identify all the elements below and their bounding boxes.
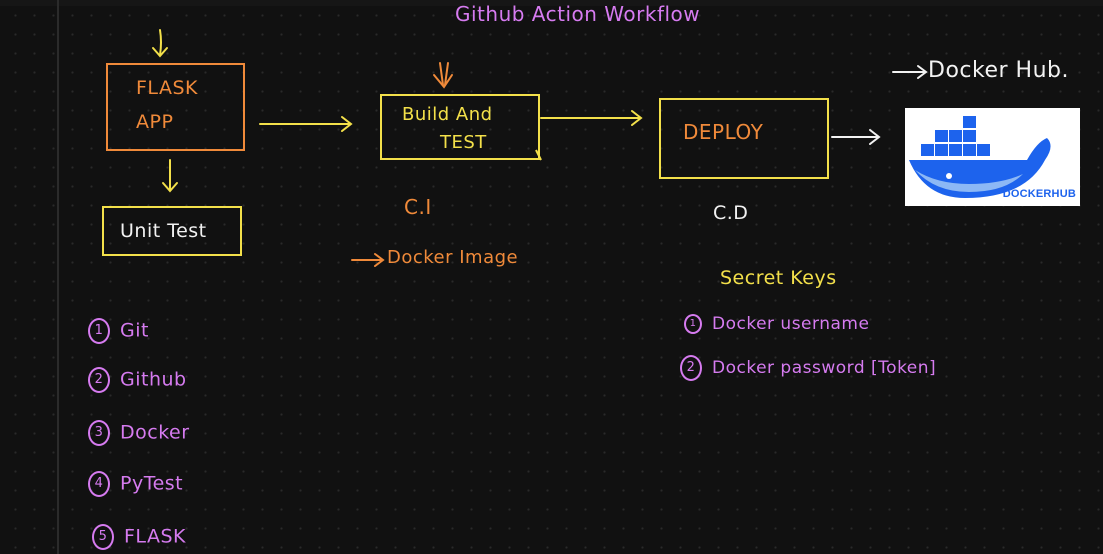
diagram-title: Github Action Workflow — [455, 2, 701, 26]
tool-item-git: 1 Git — [88, 318, 149, 344]
arrow-into-flask — [152, 29, 168, 58]
arrow-flask-to-unit-test — [162, 159, 178, 193]
build-label-line2: TEST — [440, 132, 487, 153]
canvas-edge-line — [57, 0, 59, 554]
arrow-flask-to-build — [259, 116, 353, 132]
build-and-test-node: Build And TEST — [380, 94, 540, 160]
docker-image-label: Docker Image — [387, 247, 519, 268]
tool-label: FLASK — [124, 525, 186, 548]
number-badge: 5 — [92, 524, 114, 550]
secret-keys-label: Secret Keys — [720, 267, 837, 289]
top-strip — [0, 0, 1103, 6]
number-badge: 2 — [680, 355, 702, 381]
tool-item-docker: 3 Docker — [88, 420, 190, 446]
number-badge: 4 — [88, 471, 110, 497]
tool-item-github: 2 Github — [88, 367, 187, 393]
unit-test-label: Unit Test — [120, 220, 207, 242]
docker-whale-icon — [909, 116, 1051, 198]
deploy-node: DEPLOY — [659, 98, 829, 179]
tool-label: Github — [120, 368, 187, 391]
tool-item-flask: 5 FLASK — [92, 524, 186, 550]
secret-item-password: 2 Docker password [Token] — [680, 355, 936, 381]
deploy-label: DEPLOY — [683, 120, 764, 144]
secret-item-username: 1 Docker username — [684, 314, 869, 334]
cd-label: C.D — [713, 202, 749, 224]
ci-label: C.I — [404, 195, 432, 219]
tool-item-pytest: 4 PyTest — [88, 471, 183, 497]
secret-label: Docker username — [712, 314, 870, 334]
flask-app-label-line2: APP — [136, 111, 174, 133]
number-badge: 1 — [684, 314, 702, 334]
arrow-deploy-to-hub — [831, 129, 881, 145]
number-badge: 3 — [88, 420, 110, 446]
docker-hub-label: Docker Hub. — [928, 58, 1069, 83]
arrow-build-to-deploy — [540, 110, 643, 126]
tool-label: PyTest — [120, 472, 184, 495]
number-badge: 2 — [88, 367, 110, 393]
unit-test-node: Unit Test — [102, 206, 242, 256]
build-label-line1: Build And — [402, 104, 493, 125]
arrow-into-build — [433, 62, 453, 89]
number-badge: 1 — [88, 318, 110, 344]
flask-app-label-line1: FLASK — [136, 77, 198, 99]
arrow-docker-hub-label — [892, 65, 928, 79]
tool-label: Docker — [120, 421, 190, 444]
dockerhub-logo: DOCKERHUB — [905, 108, 1080, 206]
dockerhub-logo-text: DOCKERHUB — [1002, 188, 1076, 200]
secret-label: Docker password [Token] — [712, 358, 937, 378]
arrow-docker-image-label — [351, 253, 385, 267]
flask-app-node: FLASK APP — [106, 63, 245, 151]
tool-label: Git — [120, 319, 149, 342]
